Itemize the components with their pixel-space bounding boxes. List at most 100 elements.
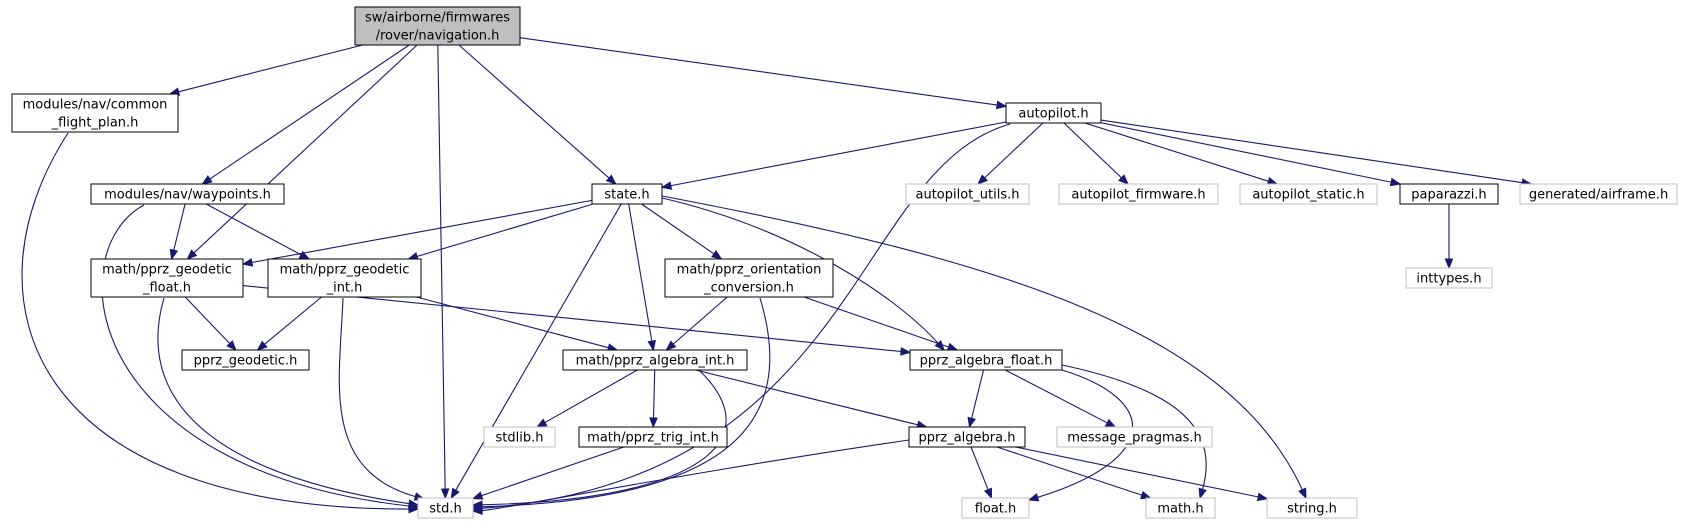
node-box <box>1239 183 1378 205</box>
edge-line <box>184 296 231 345</box>
edge-autopilot-to-std <box>471 123 1011 513</box>
edge-alg_float-to-math <box>1061 364 1207 500</box>
edge-arrowhead <box>660 181 673 190</box>
edge-line <box>1100 122 1393 183</box>
node-common-fp[interactable]: modules/nav/common_flight_plan.h <box>11 93 179 133</box>
node-label: math/pprz_geodetic <box>102 263 232 278</box>
edge-geo_float-to-geodetic <box>184 296 237 351</box>
node-box <box>961 497 1030 519</box>
edge-arrowhead <box>711 250 723 260</box>
edge-line <box>454 203 622 492</box>
edge-arrowhead <box>1104 418 1117 428</box>
node-box <box>90 258 244 298</box>
edge-line <box>21 132 411 510</box>
node-box <box>1405 267 1493 289</box>
edge-line <box>641 203 716 255</box>
node-geodetic[interactable]: pprz_geodetic.h <box>181 349 310 371</box>
node-box <box>1399 183 1499 205</box>
edge-arrowhead <box>647 339 657 352</box>
node-msg-pragmas: message_pragmas.h <box>1056 426 1213 448</box>
edge-line <box>101 204 411 507</box>
node-label: modules/nav/common <box>23 98 168 113</box>
node-label: sw/airborne/firmwares <box>365 11 510 26</box>
edge-line <box>1063 122 1123 179</box>
edge-line <box>480 439 910 512</box>
node-autopilot[interactable]: autopilot.h <box>1005 102 1102 124</box>
edge-autopilot-to-airframe <box>1100 119 1533 187</box>
edge-line <box>338 297 417 498</box>
node-box <box>908 426 1026 448</box>
node-geo-float[interactable]: math/pprz_geodetic _float.h <box>90 258 244 298</box>
node-std: std.h <box>417 497 474 519</box>
node-paparazzi[interactable]: paparazzi.h <box>1399 183 1499 205</box>
edge-state-to-geo_int <box>407 203 593 261</box>
node-label: stdlib.h <box>496 431 544 446</box>
edge-line <box>983 122 1044 179</box>
node-alg-int[interactable]: math/pprz_algebra_int.h <box>562 349 748 371</box>
node-inttypes: inttypes.h <box>1405 267 1493 289</box>
node-box <box>664 258 834 298</box>
node-label: math/pprz_trig_int.h <box>587 431 719 446</box>
node-box <box>591 183 663 205</box>
edge-geo_int-to-geodetic <box>256 296 322 351</box>
edge-arrowhead <box>1198 487 1207 500</box>
edge-algebra-to-float <box>970 446 992 500</box>
edge-arrowhead <box>946 342 959 351</box>
node-label: pprz_algebra.h <box>919 431 1016 446</box>
node-box <box>181 349 310 371</box>
node-math: math.h <box>1145 497 1216 519</box>
edge-line <box>672 296 728 346</box>
node-alg-float[interactable]: pprz_algebra_float.h <box>909 349 1063 371</box>
edge-line <box>1005 369 1109 424</box>
node-label: _float.h <box>142 281 191 296</box>
edge-waypoints-to-geo_int <box>205 203 311 260</box>
edge-state-to-geo_float <box>241 199 593 267</box>
edges-layer <box>21 37 1533 515</box>
edge-trig_int-to-std <box>471 446 624 500</box>
node-root[interactable]: sw/airborne/firmwares/rover/navigation.h <box>354 6 521 46</box>
node-label: pprz_geodetic.h <box>194 354 298 369</box>
node-label: pprz_algebra_float.h <box>920 354 1053 369</box>
edge-arrowhead <box>241 258 254 267</box>
node-geo-int[interactable]: math/pprz_geodetic_int.h <box>267 258 422 298</box>
edge-state-to-alg_int <box>628 203 657 352</box>
edge-line <box>157 297 411 505</box>
edge-line <box>1100 119 1524 184</box>
edge-line <box>177 44 363 93</box>
node-label: math/pprz_geodetic <box>280 263 410 278</box>
node-trig-int[interactable]: math/pprz_trig_int.h <box>578 426 728 448</box>
edge-arrowhead <box>1389 177 1402 187</box>
edge-arrowhead <box>471 500 483 510</box>
edge-alg_int-to-algebra <box>695 369 928 429</box>
edge-line <box>250 199 593 264</box>
node-box <box>1058 183 1219 205</box>
edge-line <box>803 296 950 348</box>
edge-root-to-autopilot <box>519 37 1008 110</box>
edge-line <box>172 203 186 252</box>
node-label: string.h <box>1287 502 1337 517</box>
node-waypoints[interactable]: modules/nav/waypoints.h <box>90 183 285 205</box>
edge-line <box>480 297 771 508</box>
edge-line <box>1084 122 1270 183</box>
edge-root-to-waypoints <box>201 44 410 185</box>
edge-arrowhead <box>471 491 484 500</box>
edge-arrowhead <box>1027 493 1040 502</box>
node-label: _conversion.h <box>703 281 794 296</box>
node-label: float.h <box>975 502 1017 517</box>
node-ap-firmware: autopilot_firmware.h <box>1058 183 1219 205</box>
edge-arrowhead <box>440 488 450 500</box>
node-box <box>1005 102 1102 124</box>
node-box <box>905 183 1030 205</box>
node-box <box>90 183 285 205</box>
node-orient[interactable]: math/pprz_orientation_conversion.h <box>664 258 834 298</box>
node-state[interactable]: state.h <box>591 183 663 205</box>
edge-arrowhead <box>169 248 179 261</box>
node-string: string.h <box>1266 497 1358 519</box>
node-box <box>1266 497 1358 519</box>
edge-waypoints-to-geo_float <box>169 203 186 261</box>
edge-arrowhead <box>450 487 460 500</box>
edge-arrowhead <box>1118 174 1129 185</box>
node-algebra[interactable]: pprz_algebra.h <box>908 426 1026 448</box>
edge-arrowhead <box>900 347 912 356</box>
